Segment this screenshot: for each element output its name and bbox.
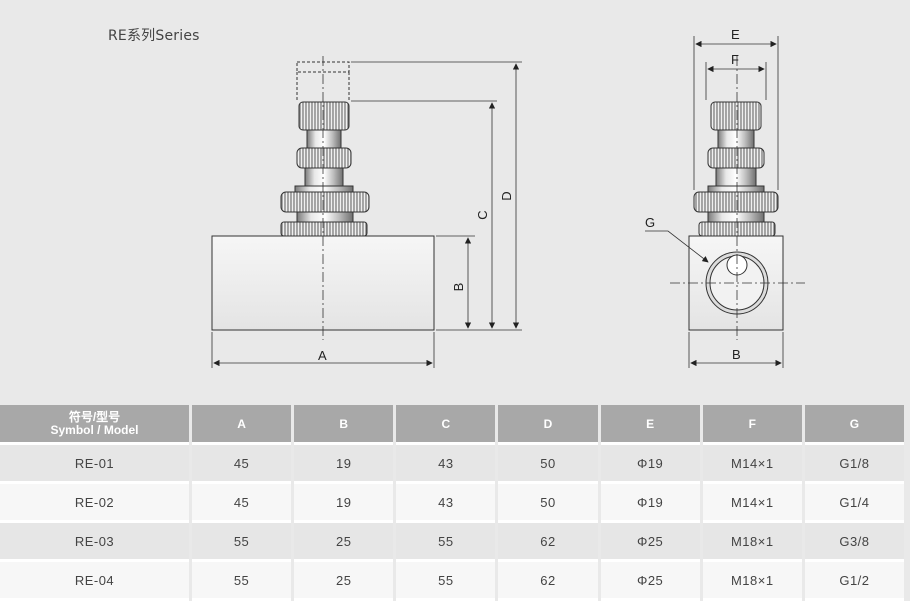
side-dimensions [645,36,784,368]
cell-d: 62 [498,523,598,562]
front-dimensions [211,61,522,368]
cell-c: 55 [396,523,496,562]
cell-e: Φ25 [600,562,700,601]
dim-label-d: D [499,191,514,200]
dim-label-a: A [318,348,327,363]
header-d: D [498,405,598,442]
cell-model: RE-03 [0,523,189,562]
cell-model: RE-01 [0,442,189,484]
cell-g: G3/8 [804,523,904,562]
header-model-en: Symbol / Model [50,422,139,437]
cell-b: 19 [294,442,394,484]
header-model-cn: 符号/型号 [68,409,121,424]
cell-f: M14×1 [702,484,802,523]
cell-g: G1/4 [804,484,904,523]
cell-d: 62 [498,562,598,601]
cell-f: M18×1 [702,562,802,601]
front-view [211,56,435,340]
cell-f: M18×1 [702,523,802,562]
dim-label-f: F [731,52,739,67]
table-row: RE-01 45 19 43 50 Φ19 M14×1 G1/8 [0,442,904,484]
dim-label-e: E [731,27,740,42]
valve-drawing: A B C D [211,27,805,368]
cell-model: RE-02 [0,484,189,523]
table-header-row: 符号/型号 Symbol / Model A B C D E F G [0,405,904,442]
cell-c: 55 [396,562,496,601]
spec-table: 符号/型号 Symbol / Model A B C D E F G RE-01… [0,405,907,601]
cell-a: 45 [192,442,292,484]
header-g: G [804,405,904,442]
table-row: RE-03 55 25 55 62 Φ25 M18×1 G3/8 [0,523,904,562]
cell-b: 25 [294,562,394,601]
header-c: C [396,405,496,442]
cell-model: RE-04 [0,562,189,601]
cell-c: 43 [396,442,496,484]
cell-g: G1/2 [804,562,904,601]
dim-label-g: G [645,215,655,230]
cell-b: 19 [294,484,394,523]
header-model: 符号/型号 Symbol / Model [0,405,189,442]
cell-e: Φ25 [600,523,700,562]
cell-a: 45 [192,484,292,523]
table-row: RE-02 45 19 43 50 Φ19 M14×1 G1/4 [0,484,904,523]
dim-label-b: B [451,283,466,292]
cell-f: M14×1 [702,442,802,484]
cell-a: 55 [192,523,292,562]
series-title: RE系列Series [108,28,200,44]
header-e: E [600,405,700,442]
cell-b: 25 [294,523,394,562]
table-row: RE-04 55 25 55 62 Φ25 M18×1 G1/2 [0,562,904,601]
side-view [670,56,805,340]
header-f: F [702,405,802,442]
cell-g: G1/8 [804,442,904,484]
technical-drawing-area: RE系列Series [108,27,805,368]
header-b: B [294,405,394,442]
dim-label-b-side: B [732,347,741,362]
cell-c: 43 [396,484,496,523]
cell-d: 50 [498,484,598,523]
cell-e: Φ19 [600,484,700,523]
dim-label-c: C [475,210,490,219]
cell-a: 55 [192,562,292,601]
cell-e: Φ19 [600,442,700,484]
cell-d: 50 [498,442,598,484]
header-a: A [192,405,292,442]
